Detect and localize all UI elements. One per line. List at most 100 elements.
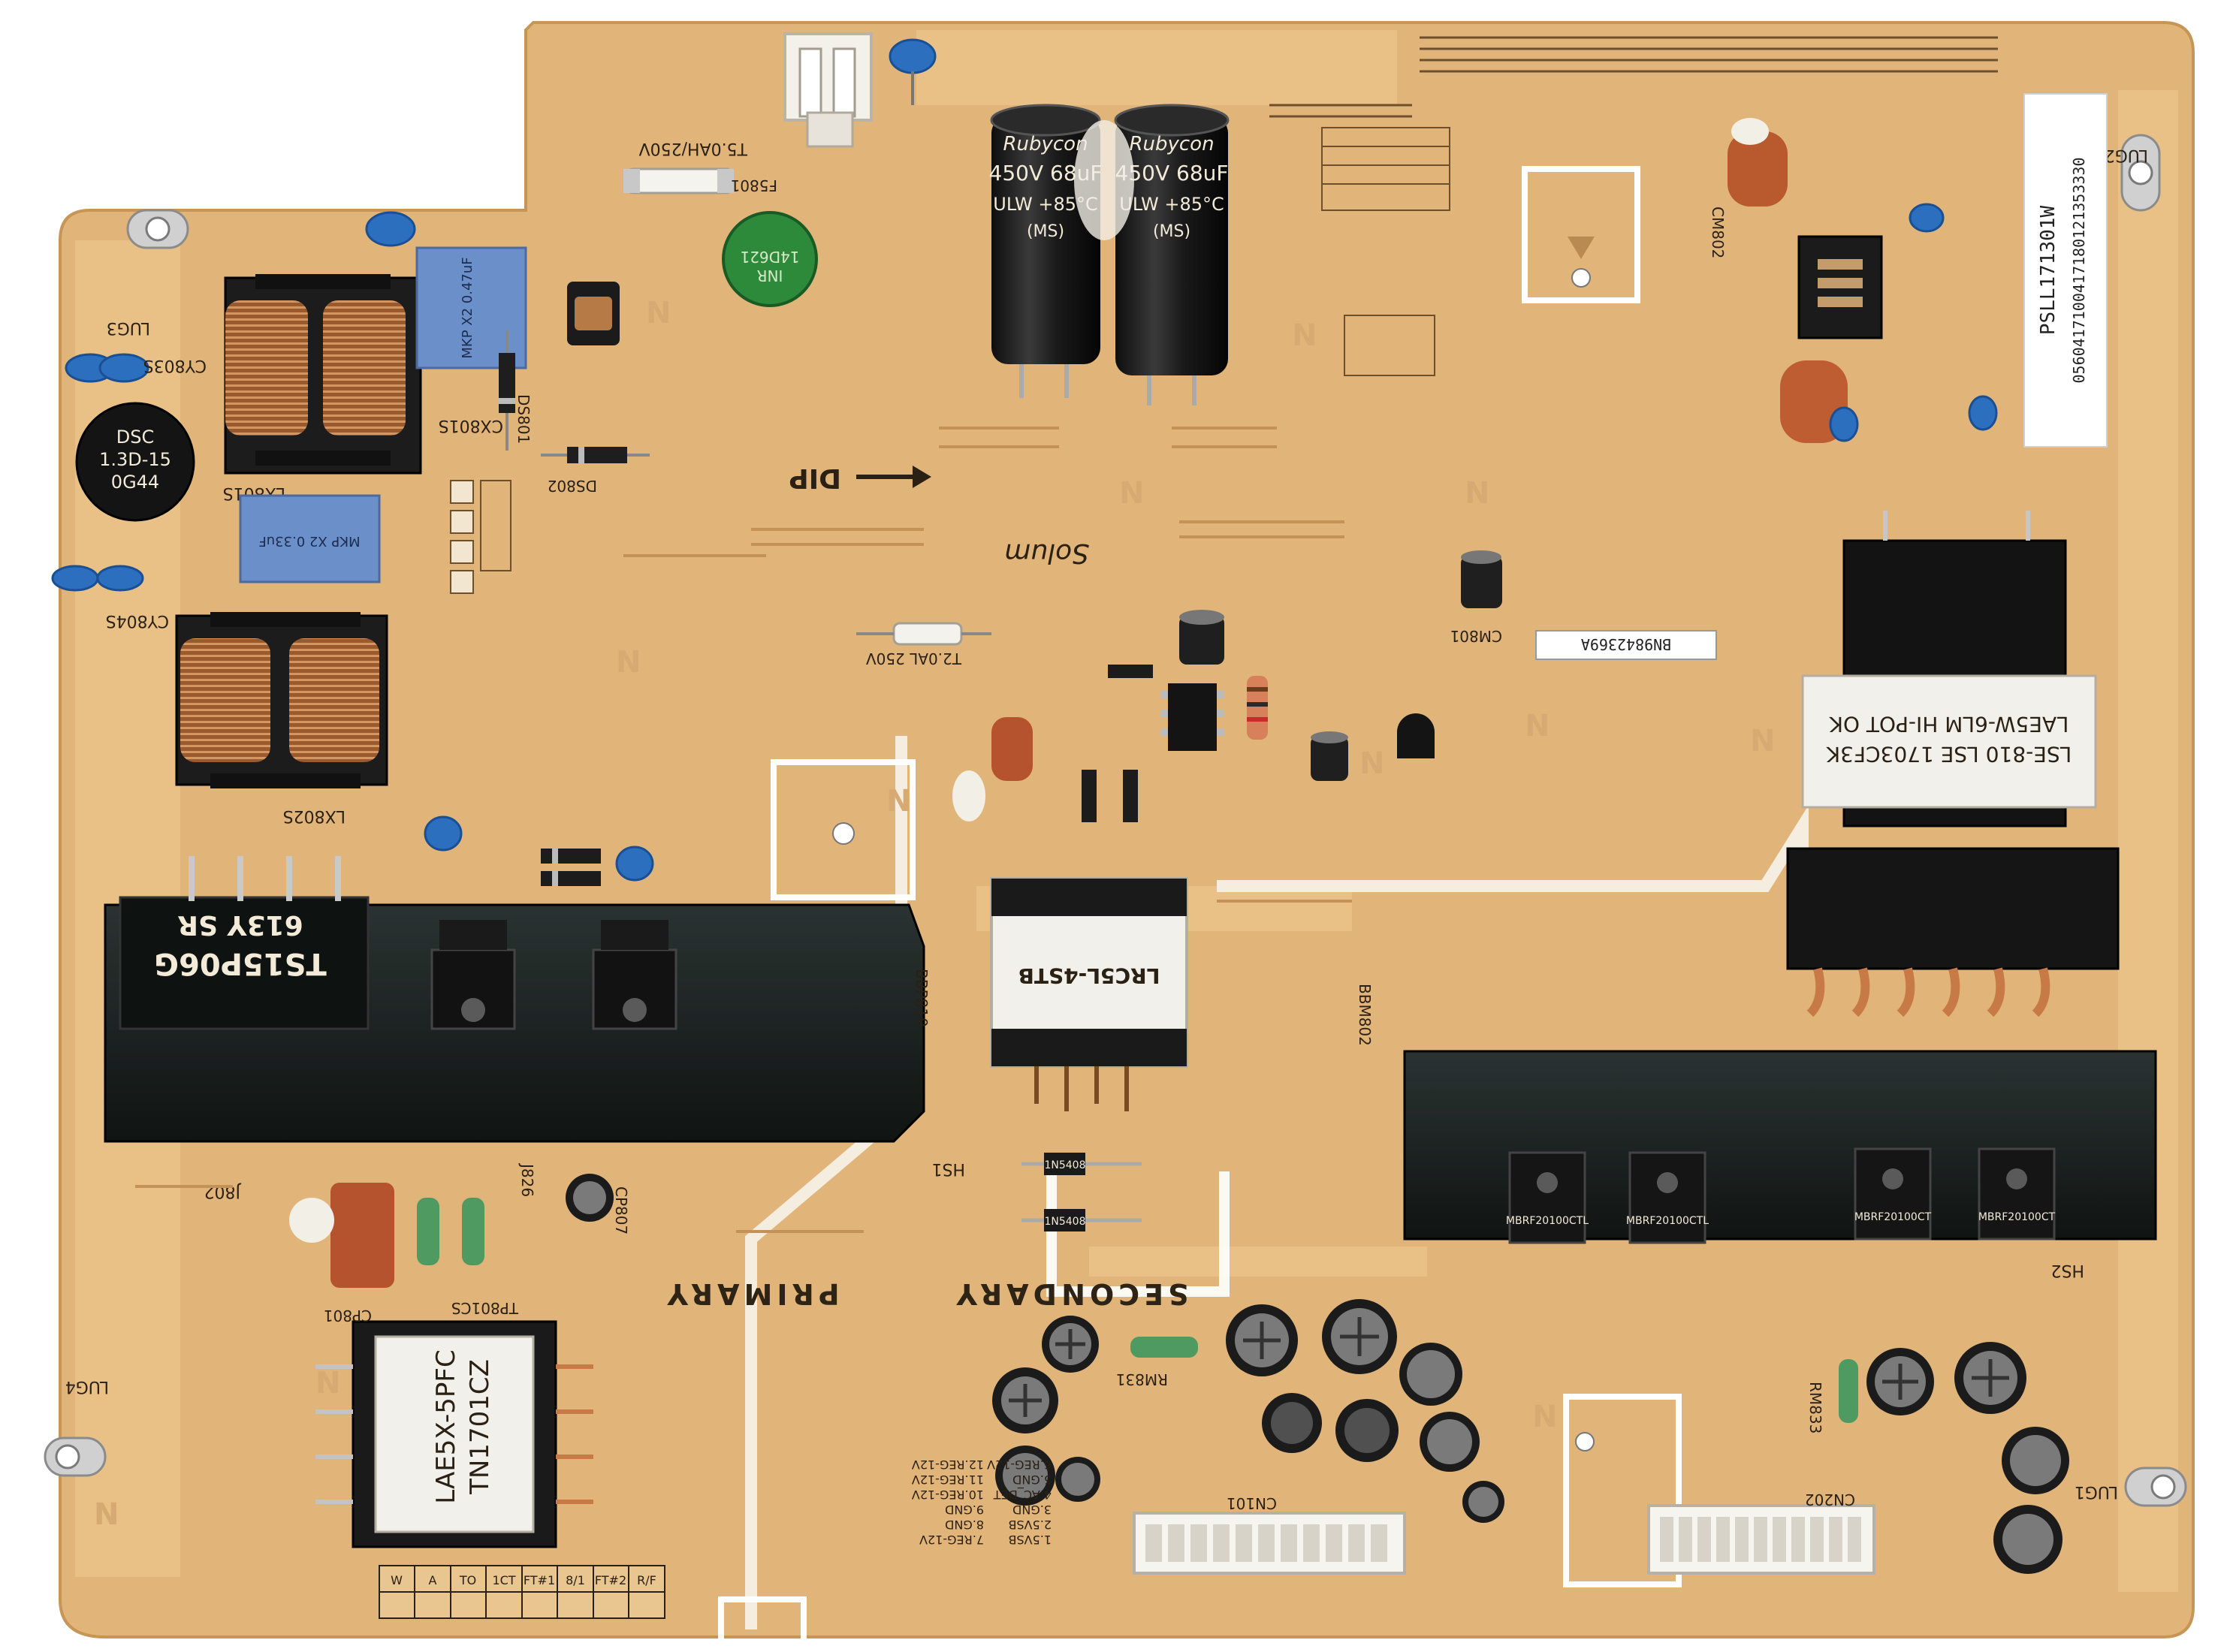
svg-text:LAE5W-6LM HI-POT OK: LAE5W-6LM HI-POT OK xyxy=(1829,712,2069,737)
svg-text:613Y SR: 613Y SR xyxy=(177,909,303,940)
rectifier-1: MBRF20100CTL xyxy=(1506,1151,1589,1244)
thermistor: DSC 1.3D-15 0G44 xyxy=(75,402,195,522)
pfc-diodes xyxy=(541,849,601,886)
small-inductor xyxy=(567,282,620,345)
svg-text:MBRF20100CT: MBRF20100CT xyxy=(1854,1211,1932,1223)
pfc-transformer: LAE5X-5PFC TN1701CZ xyxy=(315,1320,593,1548)
svg-text:1N5408: 1N5408 xyxy=(1044,1216,1085,1228)
svg-text:CY803S: CY803S xyxy=(143,356,207,375)
svg-text:LUG3: LUG3 xyxy=(107,318,150,337)
serial-sticker: BN9842369A xyxy=(1535,630,1717,660)
svg-text:RM833: RM833 xyxy=(1806,1382,1824,1433)
svg-text:ULW +85°C: ULW +85°C xyxy=(1119,194,1224,215)
fuse xyxy=(623,167,734,194)
svg-text:LX802S: LX802S xyxy=(283,806,346,825)
jumper-strip: W A TO 1CT FT#1 8/1 FT#2 R/F xyxy=(379,1565,665,1619)
connector-cn202 xyxy=(1647,1504,1875,1575)
primary-label: PRIMARY xyxy=(662,1277,839,1310)
svg-text:A: A xyxy=(429,1573,437,1587)
svg-text:F5801: F5801 xyxy=(731,176,777,194)
connector-pin-table: 1.5VSB 2.5VSB 3.GND 4.AC_DET 5.GND 6.REG… xyxy=(912,1458,1052,1547)
svg-text:W: W xyxy=(391,1573,403,1587)
svg-text:1.3D-15: 1.3D-15 xyxy=(99,449,171,470)
svg-text:8/1: 8/1 xyxy=(566,1573,585,1587)
svg-text:LUG1: LUG1 xyxy=(2075,1482,2118,1501)
svg-text:MBRF20100CTL: MBRF20100CTL xyxy=(1506,1215,1589,1227)
dip-arrow: DIP xyxy=(789,463,931,493)
svg-text:5.GND: 5.GND xyxy=(1012,1473,1052,1487)
svg-text:10.REG-12V: 10.REG-12V xyxy=(912,1488,984,1502)
svg-text:N: N xyxy=(94,1497,119,1532)
svg-text:TN1701CZ: TN1701CZ xyxy=(465,1359,495,1495)
svg-text:TO: TO xyxy=(459,1573,476,1587)
svg-text:MBRF20100CT: MBRF20100CT xyxy=(1978,1211,2056,1223)
secondary-label: SECONDARY xyxy=(952,1277,1189,1310)
pfc-mosfet-1 xyxy=(430,920,516,1030)
svg-text:(MS): (MS) xyxy=(1153,222,1190,241)
green-resistors xyxy=(417,1198,1858,1423)
svg-text:MKP X2 0.47uF: MKP X2 0.47uF xyxy=(460,257,475,358)
rectifier-2: MBRF20100CTL xyxy=(1626,1151,1709,1244)
svg-text:14D621: 14D621 xyxy=(740,248,799,266)
output-capacitors xyxy=(992,1299,2069,1574)
small-electrolytic-1 xyxy=(1179,610,1224,665)
diode-ds801 xyxy=(499,330,515,451)
small-electrolytic-3 xyxy=(1461,550,1502,608)
rectifier-4: MBRF20100CT xyxy=(1978,1147,2056,1241)
svg-text:LSE-810 LSE 1703CF3K: LSE-810 LSE 1703CF3K xyxy=(1826,742,2072,767)
svg-text:CP807: CP807 xyxy=(612,1186,630,1234)
silk-warning-lines xyxy=(1269,36,1998,118)
svg-text:N: N xyxy=(1525,709,1550,743)
svg-text:CY804S: CY804S xyxy=(106,611,169,630)
mounting-pads xyxy=(718,166,1682,1647)
svg-text:J826: J826 xyxy=(518,1162,536,1197)
svg-text:BBM802: BBM802 xyxy=(1356,984,1374,1046)
svg-text:N: N xyxy=(1465,476,1489,511)
bridge-rectifier: TS15P06G 613Y SR xyxy=(154,909,327,981)
svg-text:R/F: R/F xyxy=(637,1573,656,1587)
line-filter-choke-1 xyxy=(224,274,422,475)
svg-text:CX801S: CX801S xyxy=(439,416,503,435)
svg-text:HS2: HS2 xyxy=(2050,1261,2084,1280)
svg-text:CM802: CM802 xyxy=(1709,206,1727,258)
svg-text:N: N xyxy=(1532,1400,1557,1434)
svg-text:11.REG-12V: 11.REG-12V xyxy=(912,1473,984,1487)
svg-text:MBRF20100CTL: MBRF20100CTL xyxy=(1626,1215,1709,1227)
resistor-1 xyxy=(1247,676,1268,740)
secondary-fuse xyxy=(856,622,991,646)
svg-text:N: N xyxy=(886,784,911,818)
svg-text:0560417100417180121353330: 0560417100417180121353330 xyxy=(2070,157,2088,383)
blue-y-capacitor-top xyxy=(889,38,937,105)
svg-text:TS15P06G: TS15P06G xyxy=(154,946,327,981)
part-number-stripe: PSLL171301W 0560417100417180121353330 xyxy=(2023,93,2108,448)
rectifier-diode-1: 1N5408 xyxy=(1021,1153,1142,1175)
diodes-center xyxy=(1082,665,1153,822)
y-capacitors-left xyxy=(51,211,654,882)
main-transformer: LAE5W-6LM HI-POT OK LSE-810 LSE 1703CF3K xyxy=(1786,511,2120,1017)
electrolytic-cp807 xyxy=(566,1174,614,1222)
svg-text:1N5408: 1N5408 xyxy=(1044,1159,1085,1171)
svg-text:Rubycon: Rubycon xyxy=(1129,133,1214,155)
svg-text:3.GND: 3.GND xyxy=(1012,1503,1052,1517)
white-glue-blobs xyxy=(289,118,1769,1243)
svg-text:Rubycon: Rubycon xyxy=(1003,133,1088,155)
svg-text:N: N xyxy=(646,296,671,330)
svg-text:TP801CS: TP801CS xyxy=(451,1299,519,1317)
connector-cn101 xyxy=(1133,1512,1406,1575)
svg-text:6.REG-12V: 6.REG-12V xyxy=(987,1458,1052,1472)
svg-text:J802: J802 xyxy=(204,1182,242,1201)
svg-text:0G44: 0G44 xyxy=(111,472,159,493)
x-capacitor-1: MKP X2 0.47uF xyxy=(415,246,527,369)
svg-text:CN202: CN202 xyxy=(1805,1491,1855,1509)
lug-holes: LUG3 LUG2 LUG4 LUG1 xyxy=(44,134,2187,1507)
svg-text:CP801: CP801 xyxy=(324,1307,372,1325)
svg-text:DS801: DS801 xyxy=(514,394,533,444)
svg-text:LUG4: LUG4 xyxy=(65,1377,109,1396)
svg-text:N: N xyxy=(1292,318,1317,353)
svg-text:LUG2: LUG2 xyxy=(2105,146,2148,164)
svg-text:N: N xyxy=(616,645,641,680)
svg-text:BBP810: BBP810 xyxy=(913,969,931,1027)
svg-text:FT#1: FT#1 xyxy=(524,1573,555,1587)
svg-text:(MS): (MS) xyxy=(1027,222,1064,241)
svg-text:4.AC_DET: 4.AC_DET xyxy=(993,1487,1052,1502)
